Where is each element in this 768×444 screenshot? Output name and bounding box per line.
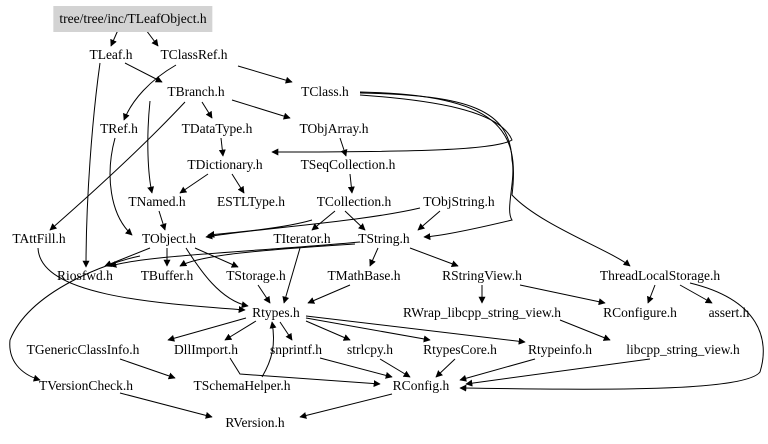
edge-rstringview-to-rconfigure <box>519 284 606 306</box>
edge-rconfig-to-rversion <box>299 393 393 419</box>
node-tstorage[interactable]: TStorage.h <box>226 268 286 283</box>
node-tobjstring[interactable]: TObjString.h <box>423 194 495 209</box>
node-titerator[interactable]: TIterator.h <box>273 231 331 246</box>
edge-tobject-to-tstorage <box>194 247 239 268</box>
edge-tversioncheck-to-rversion <box>119 392 213 419</box>
edge-tattfill-to-rtypes <box>37 247 246 314</box>
edge-rtypes-to-tgenericclassinfo <box>167 317 247 342</box>
node-rconfig[interactable]: RConfig.h <box>392 378 450 393</box>
edge-tstring-to-tmathbase <box>369 247 379 267</box>
node-threadlocalstorage[interactable]: ThreadLocalStorage.h <box>599 268 721 283</box>
node-tstring[interactable]: TString.h <box>358 231 410 246</box>
edge-threadlocalstorage-to-assert <box>679 284 713 304</box>
node-snprintf[interactable]: snprintf.h <box>269 342 323 357</box>
edge-tclass-to-threadlocalstorage <box>359 91 631 267</box>
node-tversioncheck[interactable]: TVersionCheck.h <box>38 378 134 393</box>
edge-rtypes-to-rtypeinfo <box>305 315 526 345</box>
edge-tseqcollection-to-tcollection <box>347 173 355 194</box>
node-tmathbase[interactable]: TMathBase.h <box>327 268 401 283</box>
edge-strlcpy-to-rconfig <box>379 358 411 378</box>
node-tclass[interactable]: TClass.h <box>301 84 349 99</box>
edge-tclass-to-tstring <box>359 92 514 241</box>
edge-tstring-to-rstringview <box>409 247 459 268</box>
edge-tdictionary-to-tnamed <box>179 173 209 194</box>
root-file-node[interactable]: tree/tree/inc/TLeafObject.h <box>53 6 213 32</box>
edge-tcollection-to-tstring <box>344 210 366 231</box>
edge-tnamed-to-tobject <box>158 210 167 231</box>
edge-titerator-to-rtypes <box>282 247 301 304</box>
edge-tleaf-to-tbranch <box>124 62 163 83</box>
edge-tclassref-to-tref <box>123 64 177 121</box>
node-libcpp-string-view[interactable]: libcpp_string_view.h <box>626 342 740 357</box>
node-tattfill[interactable]: TAttFill.h <box>12 231 66 246</box>
edge-threadlocalstorage-to-rconfigure <box>647 284 656 304</box>
edge-root-to-tclassref <box>145 29 159 47</box>
node-dllimport[interactable]: DllImport.h <box>173 342 239 357</box>
node-tref[interactable]: TRef.h <box>100 121 138 136</box>
edge-tbranch-to-tobjarray <box>231 99 291 120</box>
edge-tclassref-to-tclass <box>237 65 293 84</box>
edge-tref-to-tobject <box>109 137 133 236</box>
edge-tstring-to-riosfwd <box>109 241 361 268</box>
node-rtypes[interactable]: Rtypes.h <box>252 305 300 320</box>
edge-tschemahelper-to-rtypes <box>261 321 277 378</box>
node-rstringview[interactable]: RStringView.h <box>442 268 522 283</box>
node-tcollection[interactable]: TCollection.h <box>316 194 392 209</box>
edge-tobject-to-riosfwd <box>104 247 151 267</box>
edge-threadlocalstorage-to-rconfig <box>459 282 764 392</box>
edge-rtypes-to-dllimport <box>224 320 257 341</box>
edge-rtypescore-to-rconfig <box>435 358 456 378</box>
edge-rwrap-to-libcpp <box>559 319 611 341</box>
edge-tstring-to-tbuffer <box>179 243 356 267</box>
edge-tdictionary-to-estltype <box>231 173 245 194</box>
node-tobject[interactable]: TObject.h <box>141 231 197 246</box>
edge-dllimport-to-rconfig <box>229 357 381 388</box>
node-estltype[interactable]: ESTLType.h <box>217 194 285 209</box>
edge-tdatatype-to-tdictionary <box>218 137 226 157</box>
node-tdictionary[interactable]: TDictionary.h <box>187 157 263 172</box>
node-tleaf[interactable]: TLeaf.h <box>89 47 133 62</box>
edge-tleaf-to-riosfwd <box>82 62 101 268</box>
node-assert[interactable]: assert.h <box>708 305 750 320</box>
edge-rtypes-to-strlcpy <box>305 320 351 341</box>
edge-tbranch-to-tnamed <box>147 100 155 194</box>
edge-tobjstring-to-tobject <box>205 207 421 240</box>
edge-rtypes-to-rtypescore <box>305 317 431 343</box>
edge-root-to-tleaf <box>110 29 119 47</box>
node-riosfwd[interactable]: Riosfwd.h <box>57 268 113 283</box>
node-rversion[interactable]: RVersion.h <box>225 415 285 430</box>
node-rtypeinfo[interactable]: Rtypeinfo.h <box>527 342 593 357</box>
edge-rtypes-to-snprintf <box>279 321 293 341</box>
node-tdatatype[interactable]: TDataType.h <box>181 121 253 136</box>
edge-snprintf-to-rconfig <box>319 357 393 379</box>
node-tseqcollection[interactable]: TSeqCollection.h <box>300 157 396 172</box>
node-rtypescore[interactable]: RtypesCore.h <box>423 342 497 357</box>
node-tobjarray[interactable]: TObjArray.h <box>299 121 369 136</box>
edge-tobjstring-to-tstring <box>417 210 441 231</box>
node-strlcpy[interactable]: strlcpy.h <box>347 342 393 357</box>
edge-tstorage-to-rtypes <box>257 284 271 304</box>
edge-tbranch-to-tattfill <box>49 101 186 231</box>
node-tnamed[interactable]: TNamed.h <box>128 194 186 209</box>
node-tbranch[interactable]: TBranch.h <box>167 84 225 99</box>
node-tschemahelper[interactable]: TSchemaHelper.h <box>193 378 291 393</box>
edge-libcpp-to-rconfig <box>465 358 651 387</box>
node-tgenericclassinfo[interactable]: TGenericClassInfo.h <box>26 342 140 357</box>
edge-rtypeinfo-to-rconfig <box>459 358 536 382</box>
edge-tbranch-to-tdatatype <box>201 101 213 119</box>
node-tclassref[interactable]: TClassRef.h <box>160 47 228 62</box>
node-rwrap-libcpp-string-view[interactable]: RWrap_libcpp_string_view.h <box>403 305 561 320</box>
node-tbuffer[interactable]: TBuffer.h <box>140 268 194 283</box>
edge-tobjarray-to-tseqcollection <box>339 137 348 157</box>
edge-tmathbase-to-rtypes <box>307 284 351 304</box>
node-rconfigure[interactable]: RConfigure.h <box>603 305 677 320</box>
edge-tcollection-to-titerator <box>311 210 336 231</box>
edge-tgenericclassinfo-to-tschemahelper <box>119 358 176 380</box>
edge-tclass-to-tobjarray <box>271 94 513 156</box>
